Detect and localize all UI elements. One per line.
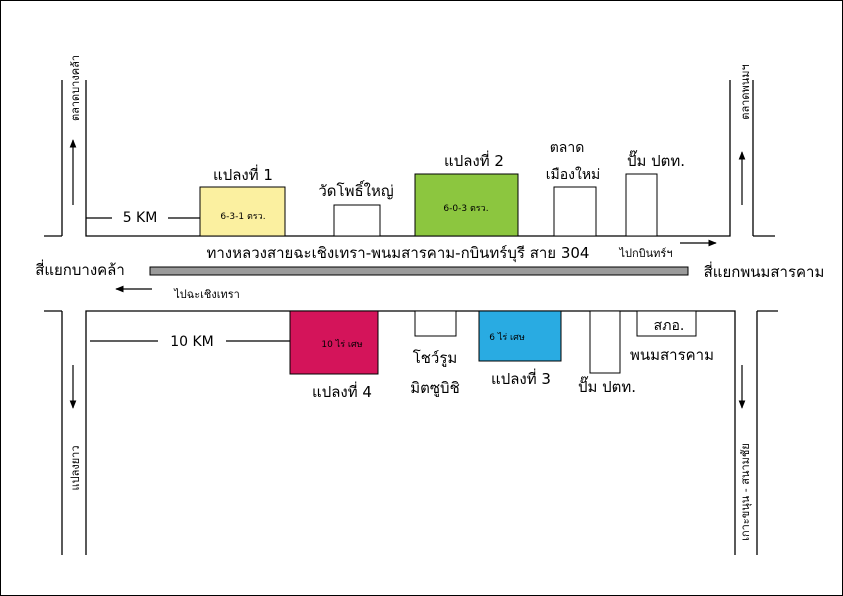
plot-4-box [289, 310, 379, 375]
market-box [553, 186, 597, 237]
north-road-edge [85, 80, 731, 237]
plot-3-label: แปลงที่ 3 [491, 368, 551, 388]
gas-station-north-label: ปั๊ม ปตท. [627, 150, 685, 170]
plot-2-box [414, 173, 519, 237]
junction-right: สี่แยกพนมสารคาม [704, 261, 825, 281]
showroom-label-line1: โชว์รูม [413, 349, 458, 367]
gas-station-north-box [625, 173, 658, 237]
plot-3-area: 6 ไร่ เศษ [489, 332, 525, 343]
road-lines [44, 80, 778, 555]
market-label-line2: เมืองใหม่ [546, 166, 601, 183]
side-road-top-right: ตลาดพนมฯ [739, 64, 752, 119]
temple-box [333, 204, 381, 237]
plot-2-area: 6-0-3 ตรว. [443, 204, 488, 214]
to-chachoengsao-label: ไปฉะเชิงเทรา [173, 288, 240, 301]
to-kabin-label: ไปกบินทร์ฯ [618, 247, 672, 260]
highway-name: ทางหลวงสายฉะเชิงเทรา-พนมสารคาม-กบินทร์บุ… [207, 244, 590, 263]
plot-1-box [199, 186, 286, 237]
plot-3-box [478, 310, 562, 362]
side-road-bottom-right: เกาะขนุน - สนามชัย [739, 443, 752, 541]
side-road-bottom-left: แปลงยาว [69, 446, 82, 491]
side-road-top-left: ตลาดบางคล้า [69, 55, 82, 121]
phanom-label: พนมสารคาม [630, 346, 714, 364]
gas-station-south-box [589, 310, 621, 374]
plot-4-label: แปลงที่ 4 [312, 381, 372, 401]
police-label: สภอ. [654, 318, 685, 334]
market-label-line1: ตลาด [550, 140, 585, 156]
plot-4-area: 10 ไร่ เศษ [321, 339, 362, 350]
temple-label: วัดโพธิ์ใหญ่ [318, 180, 393, 200]
gas-station-south-label: ปั๊ม ปตท. [578, 376, 636, 396]
plot-1-area: 6-3-1 ตรว. [220, 212, 265, 222]
junction-left: สี่แยกบางคล้า [35, 259, 125, 279]
plot-2-label: แปลงที่ 2 [444, 150, 504, 170]
plot-1-label: แปลงที่ 1 [213, 164, 273, 184]
south-road-edge [85, 310, 736, 555]
distance-north: 5 KM [123, 210, 158, 226]
highway-median [149, 266, 689, 276]
police-box [636, 310, 697, 337]
distance-south: 10 KM [170, 334, 214, 350]
showroom-box [414, 310, 457, 337]
direction-arrows [69, 139, 746, 409]
showroom-label-line2: มิตซูบิชิ [410, 379, 460, 397]
